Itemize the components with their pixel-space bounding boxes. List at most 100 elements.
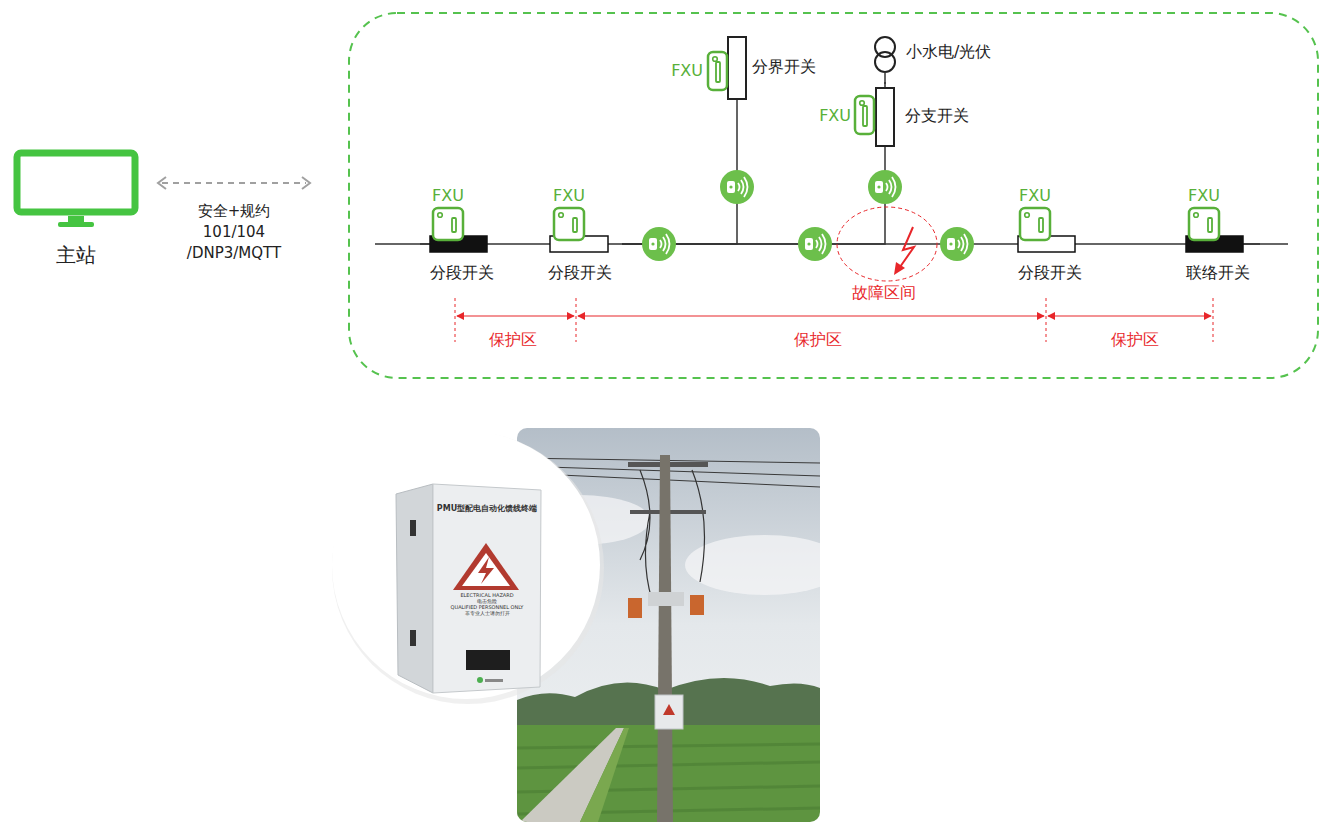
fxu-label: FXU [671,61,703,80]
feeder-connector [504,243,538,245]
zone-divider [1213,298,1214,342]
product-circle [332,431,600,699]
warning-text: 非专业人士请勿打开 [465,610,510,616]
station-node: 主站 [10,140,145,270]
fxu-icon-dot [1025,213,1030,218]
fxu-label: FXU [553,186,585,205]
pole-switch [628,598,642,618]
pole-switch [690,595,704,615]
fxu-icon-dot [713,57,718,62]
zone-divider [1046,298,1047,342]
switch-node: FXU分支开关 [812,82,988,154]
fxu-label: FXU [432,186,464,205]
fxu-icon [708,52,727,90]
node-shape-group [1176,208,1260,252]
branch-line [884,146,886,154]
fxu-icon [855,96,874,134]
fxu-icon-bar [716,62,720,82]
fault-label: 故障区间 [852,283,916,302]
grass-strip [580,728,629,822]
fault-bolt-head [894,262,905,275]
comm-head [302,177,310,189]
warning-text: ELECTRICAL HAZARD [460,592,513,598]
fxu-icon-bar [1039,218,1043,232]
switch-label: 分段开关 [548,263,612,282]
zone-arrow [457,315,574,316]
fxu-label: FXU [1188,186,1220,205]
fault-bolt [900,227,914,267]
switch-node: FXU 分段开关 [420,180,504,286]
switch-node: FXU 分段开关 [538,180,622,286]
feeder-connector [622,106,737,244]
feeder-connector [1092,243,1176,245]
cabinet-logo-bar [485,679,503,682]
cabinet-display [466,650,510,670]
fxu-icon [1020,208,1050,240]
fxu-icon [554,208,584,240]
zone-arrow [1048,315,1211,316]
station-label: 主站 [56,243,96,267]
protocol-note: 安全+规约 101/104 /DNP3/MQTT [179,201,289,264]
warning-triangle-inner [462,553,510,586]
node-shape-group [708,37,746,106]
sensor-symbol [868,170,902,204]
system-region [349,13,1318,378]
switch-label: 联络开关 [1186,263,1250,282]
fxu-icon-bar [1208,218,1212,232]
switch-label: 分支开关 [905,106,969,125]
warning-triangle [453,543,519,590]
switch-node: FXU 分段开关 [1008,180,1092,286]
cabinet-title: PMU型配电自动化馈线终端 [437,504,537,514]
fault-zone [837,207,937,281]
pole-warning [663,704,675,715]
monitor-base [58,222,94,227]
zone-arrow [578,315,1044,316]
warning-text: 电击危险 [477,598,497,604]
zone-divider [455,298,456,342]
node-shape-group [17,153,135,227]
node-shape-group [855,82,894,154]
comm-link [162,182,306,184]
monitor-icon [17,153,135,212]
node-shape-group [538,208,622,252]
zone-label: 保护区 [1111,330,1159,349]
switch-label: 分段开关 [430,263,494,282]
transformer-symbol [875,52,895,72]
sensor-symbol [798,227,832,261]
fxu-icon-dot [438,213,443,218]
source-label: 小水电/光伏 [906,42,991,61]
sensor-symbol [940,227,974,261]
pole-switch-body [648,592,684,606]
cloud [685,535,820,595]
cabinet-side [396,484,433,693]
fxu-label: FXU [1019,186,1051,205]
switch-node: FXU 分界开关 [662,30,832,106]
switch-node: FXU 联络开关 [1176,180,1260,286]
warning-bolt [478,557,494,584]
fxu-icon-dot [1194,213,1199,218]
cabinet-hinge [410,520,416,536]
zone-divider [576,298,577,342]
fxu-icon-dot [860,101,865,106]
sensor-symbol [642,227,676,261]
zone-label: 保护区 [489,330,537,349]
cabinet-logo [477,677,483,683]
branch-line [736,99,738,106]
warning-text: QUALIFIED PERSONNEL ONLY [451,604,524,610]
switch-label: 分段开关 [1018,263,1082,282]
fxu-icon-bar [452,218,456,232]
switch-label: 分界开关 [752,57,816,76]
fxu-icon [433,208,463,240]
fxu-icon-dot [559,213,564,218]
switch-symbol [728,37,746,99]
pole-terminal-box [655,695,683,729]
pole [657,455,673,822]
cabinet-hinge [410,630,416,646]
cabinet-front [433,484,541,693]
product-circle-shadow [332,432,604,704]
fxu-icon-bar [863,106,867,126]
node-shape-group [420,208,504,252]
node-shape-group [1008,208,1092,252]
